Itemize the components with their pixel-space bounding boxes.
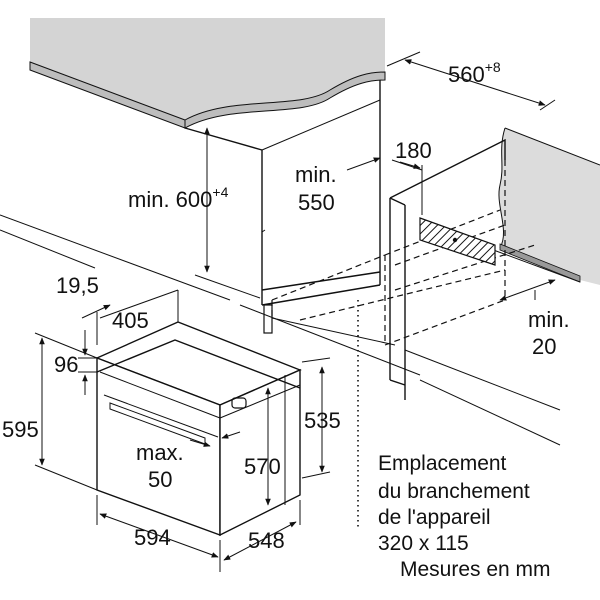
floor-lines [0, 214, 561, 446]
dim-min20-line1: min. [528, 307, 570, 332]
dim-max50-line1: max. [136, 440, 184, 465]
back-wall [487, 127, 600, 285]
dim-max50-line2: 50 [148, 467, 172, 492]
note-line-1: Emplacement [378, 452, 507, 475]
connection-area [357, 217, 496, 530]
dim-min550-line1: min. [295, 162, 337, 187]
dimension-lines [34, 51, 556, 572]
dim-180: 180 [395, 138, 432, 163]
oven [95, 321, 302, 537]
dim-535: 535 [304, 408, 341, 433]
niche-dashed [271, 160, 536, 346]
dim-548: 548 [248, 528, 285, 553]
niche-side-panel [389, 138, 506, 400]
dim-570: 570 [244, 454, 281, 479]
dim-594: 594 [134, 525, 171, 550]
note-line-3: de l'appareil [378, 506, 491, 529]
dim-min20-line2: 20 [532, 334, 556, 359]
dim-min550-line2: 550 [298, 190, 335, 215]
note-line-4: 320 x 115 [378, 532, 469, 555]
dim-96: 96 [54, 352, 78, 377]
dim-405: 405 [112, 308, 149, 333]
dim-595: 595 [2, 417, 39, 442]
worktop [29, 18, 386, 129]
dim-min600: min. 600+4 [128, 184, 229, 212]
dim-19-5: 19,5 [56, 273, 99, 298]
upper-cabinet [184, 80, 396, 346]
dim-560: 560+8 [448, 59, 501, 87]
units-note: Mesures en mm [400, 558, 551, 581]
note-line-2: du branchement [378, 480, 530, 503]
